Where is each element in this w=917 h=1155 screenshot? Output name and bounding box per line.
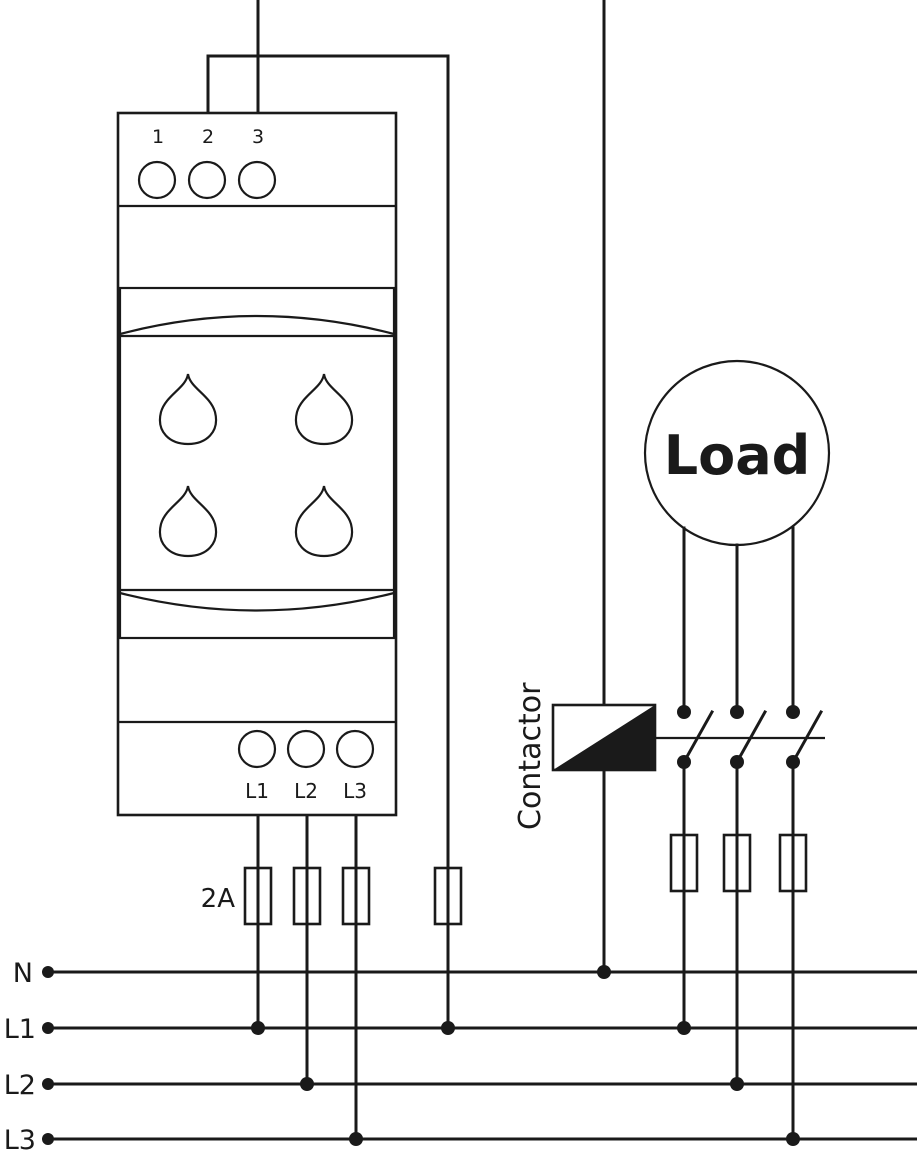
phase-relay: 1 2 3 L1 L2 L3: [116, 111, 398, 817]
fuse-rating-label: 2A: [201, 884, 236, 914]
top-terminal-2: [187, 160, 227, 200]
bus-label-l1: L1: [4, 1014, 36, 1045]
relay-fuses: 2A: [201, 866, 463, 926]
relay-body: [116, 111, 398, 817]
bus-l1-terminal: [42, 1022, 54, 1034]
bus-lines: N L1 L2 L3: [4, 958, 917, 1155]
junction-n-contactor: [597, 965, 611, 979]
junction-l1-control: [441, 1021, 455, 1035]
knob-bottom-right: [294, 485, 354, 558]
bus-l3-terminal: [42, 1133, 54, 1145]
bottom-terminal-l1: [237, 729, 277, 769]
top-terminal-label-3: 3: [252, 126, 264, 148]
bus-label-n: N: [13, 958, 33, 989]
switch-3: [790, 709, 824, 765]
top-terminal-3: [237, 160, 277, 200]
bottom-terminal-label-l2: L2: [294, 779, 318, 803]
relay-wiring: [206, 0, 455, 1146]
junction-l3-load: [786, 1132, 800, 1146]
load-circuit: Load: [643, 359, 831, 1146]
bus-label-l2: L2: [4, 1070, 36, 1101]
bus-l2-terminal: [42, 1078, 54, 1090]
bottom-terminal-l3: [335, 729, 375, 769]
switch-1: [681, 709, 715, 765]
load-label: Load: [664, 424, 811, 487]
knob-top-right: [294, 373, 354, 446]
junction-l2-load: [730, 1077, 744, 1091]
junction-l3-relay: [349, 1132, 363, 1146]
bottom-terminal-label-l3: L3: [343, 779, 367, 803]
contactor-label: Contactor: [513, 682, 548, 830]
bus-n-terminal: [42, 966, 54, 978]
top-terminal-label-2: 2: [202, 126, 214, 148]
knob-top-left: [158, 373, 218, 446]
bus-label-l3: L3: [4, 1125, 36, 1155]
junction-l1-load: [677, 1021, 691, 1035]
switch-2: [734, 709, 768, 765]
bottom-terminal-label-l1: L1: [245, 779, 269, 803]
top-terminal-label-1: 1: [152, 126, 164, 148]
knob-bottom-left: [158, 485, 218, 558]
relay-front-panel: [118, 286, 396, 640]
junction-l1-relay: [251, 1021, 265, 1035]
contactor: Contactor: [513, 0, 825, 979]
junction-l2-relay: [300, 1077, 314, 1091]
contactor-coil-fill: [553, 705, 655, 770]
top-terminal-1: [137, 160, 177, 200]
bottom-terminal-l2: [286, 729, 326, 769]
